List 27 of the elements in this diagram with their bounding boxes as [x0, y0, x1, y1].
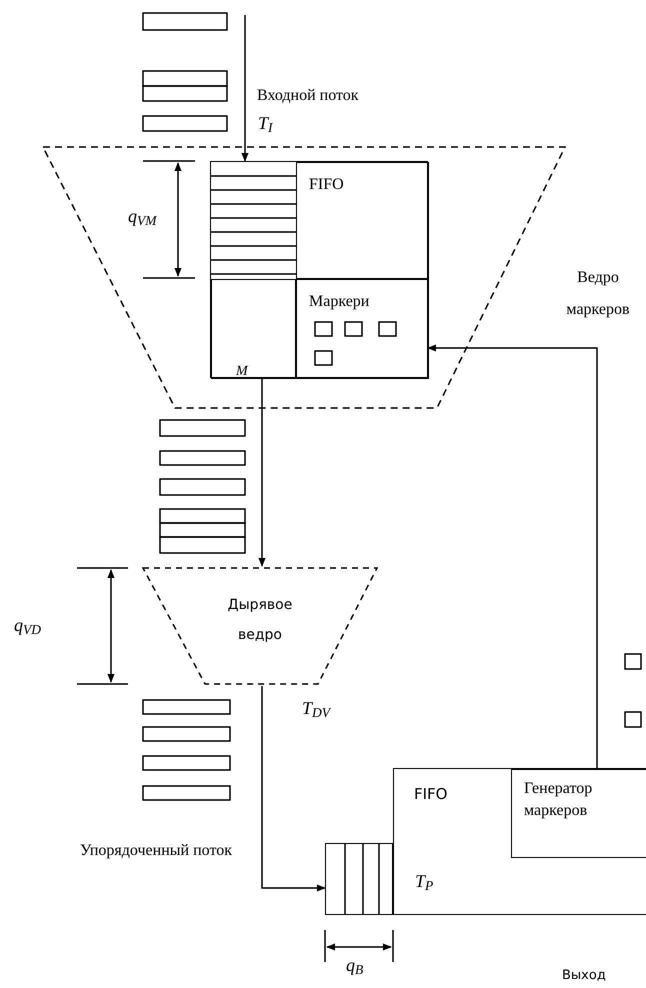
symbol-label: M [236, 363, 250, 381]
flow-label: Выход [562, 967, 607, 985]
flow-label: Упорядоченный поток [78, 841, 232, 861]
block-label: FIFO [309, 175, 344, 195]
arrow [241, 15, 249, 162]
symbol-label: T$_{I}$ [258, 112, 274, 137]
symbol-label: T$_{P}$ [415, 870, 434, 895]
block-box [511, 769, 646, 858]
flow-label: Входной поток [257, 86, 360, 106]
block-box [393, 768, 646, 915]
block-box [296, 279, 429, 379]
symbol-label: q$_{VD}$ [14, 614, 42, 639]
block-box [296, 162, 429, 279]
symbol-label: T$_{DV}$ [302, 697, 332, 722]
block-label: FIFO [414, 784, 448, 805]
block-label: Генератор маркеров [524, 779, 594, 821]
block-label: Маркери [309, 292, 370, 312]
symbol-label: q$_{VM}$ [128, 205, 158, 230]
bucket-label: Дырявое ведро [226, 596, 294, 645]
block-box [211, 279, 296, 379]
leaky-bucket [140, 566, 380, 686]
arrow [258, 378, 266, 567]
bucket-label: Ведро маркеров [565, 268, 631, 320]
symbol-label: q$_{B}$ [346, 954, 364, 979]
arrow [427, 344, 598, 768]
arrow [261, 686, 326, 892]
buffer-box [210, 161, 428, 378]
